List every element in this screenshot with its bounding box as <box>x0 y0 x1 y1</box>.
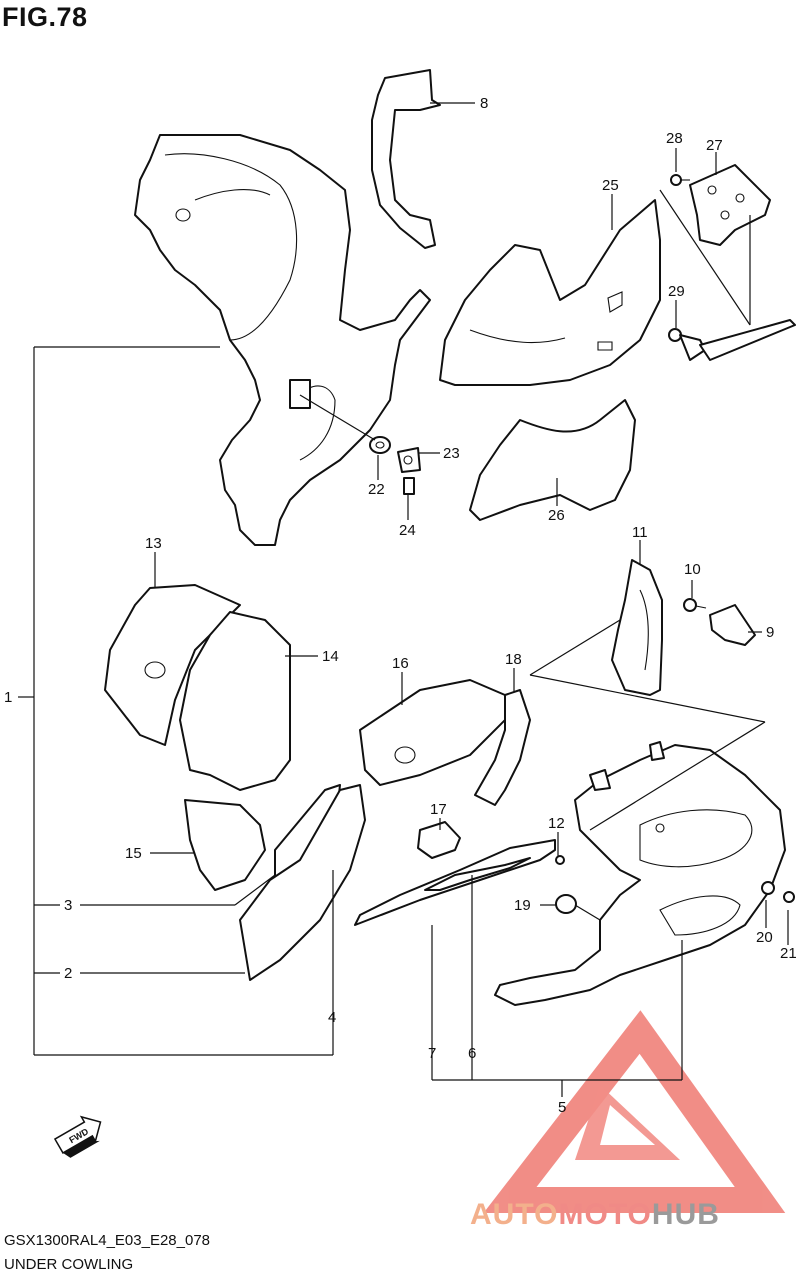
callout-16: 16 <box>392 655 409 672</box>
part-2-lower-panel <box>239 784 366 981</box>
callout-5: 5 <box>558 1099 566 1116</box>
callout-13: 13 <box>145 535 162 552</box>
callout-23: 23 <box>443 445 460 462</box>
fwd-arrow-icon: FWD <box>53 1115 102 1158</box>
callout-6: 6 <box>468 1045 476 1062</box>
callout-1: 1 <box>4 689 12 706</box>
callout-7: 7 <box>428 1045 436 1062</box>
part-23-clip-nut <box>397 447 421 473</box>
callout-24: 24 <box>399 522 416 539</box>
watermark-text: AUTOMOTOHUB <box>470 1198 720 1232</box>
part-5-lower-cowling <box>494 741 786 1006</box>
part-8-bracket <box>371 69 441 249</box>
callout-28: 28 <box>666 130 683 147</box>
callout-27: 27 <box>706 137 723 154</box>
section-name: UNDER COWLING <box>4 1256 134 1273</box>
callout-2: 2 <box>64 965 72 982</box>
leader-lines <box>18 102 789 1097</box>
callout-11: 11 <box>632 524 648 541</box>
callout-15: 15 <box>125 845 142 862</box>
callout-labels: 1 2 3 4 5 6 7 8 9 10 11 12 13 14 15 16 1… <box>4 95 797 1116</box>
watermark-moto: MOTO <box>558 1198 652 1231</box>
part-6-lower-plate <box>424 857 531 891</box>
callout-3: 3 <box>64 897 72 914</box>
part-20-grommet <box>761 881 775 895</box>
part-18-strip <box>474 689 531 806</box>
callout-9: 9 <box>766 624 774 641</box>
part-25-side-panel <box>439 199 661 386</box>
callout-26: 26 <box>548 507 565 524</box>
part-25-tail-edge <box>699 319 796 361</box>
callout-10: 10 <box>684 561 701 578</box>
callout-22: 22 <box>368 481 385 498</box>
part-21-screw <box>783 891 795 903</box>
part-1-cowling-body <box>134 134 431 546</box>
part-9-bracket <box>709 604 756 646</box>
part-27-bracket-plate <box>689 164 771 246</box>
part-29-screw <box>668 328 706 361</box>
watermark-logo <box>483 1010 786 1213</box>
callout-12: 12 <box>548 815 565 832</box>
callout-21: 21 <box>780 945 797 962</box>
callout-19: 19 <box>514 897 531 914</box>
callout-17: 17 <box>430 801 447 818</box>
callout-20: 20 <box>756 929 773 946</box>
part-10-screw <box>683 598 707 612</box>
part-11-inner-panel <box>611 559 663 696</box>
part-14-cover <box>179 611 291 791</box>
part-28-screw <box>670 174 690 186</box>
callout-18: 18 <box>505 651 522 668</box>
figure-title: FIG.78 <box>2 2 88 32</box>
callout-14: 14 <box>322 648 339 665</box>
part-17-pad <box>417 821 461 859</box>
watermark-auto: AUTO <box>470 1198 559 1231</box>
part-22-grommet <box>369 436 391 454</box>
part-19-grommet <box>555 894 577 914</box>
callout-25: 25 <box>602 177 619 194</box>
part-24-screw <box>403 477 415 495</box>
part-13-cover <box>104 584 241 746</box>
part-16-panel <box>359 679 511 786</box>
model-code: GSX1300RAL4_E03_E28_078 <box>4 1232 211 1249</box>
callout-8: 8 <box>480 95 488 112</box>
watermark-hub: HUB <box>651 1198 720 1231</box>
part-12-screw <box>555 855 565 865</box>
callout-29: 29 <box>668 283 685 300</box>
part-26-seal <box>469 399 636 521</box>
part-15-cover <box>184 799 266 891</box>
callout-4: 4 <box>328 1009 336 1026</box>
